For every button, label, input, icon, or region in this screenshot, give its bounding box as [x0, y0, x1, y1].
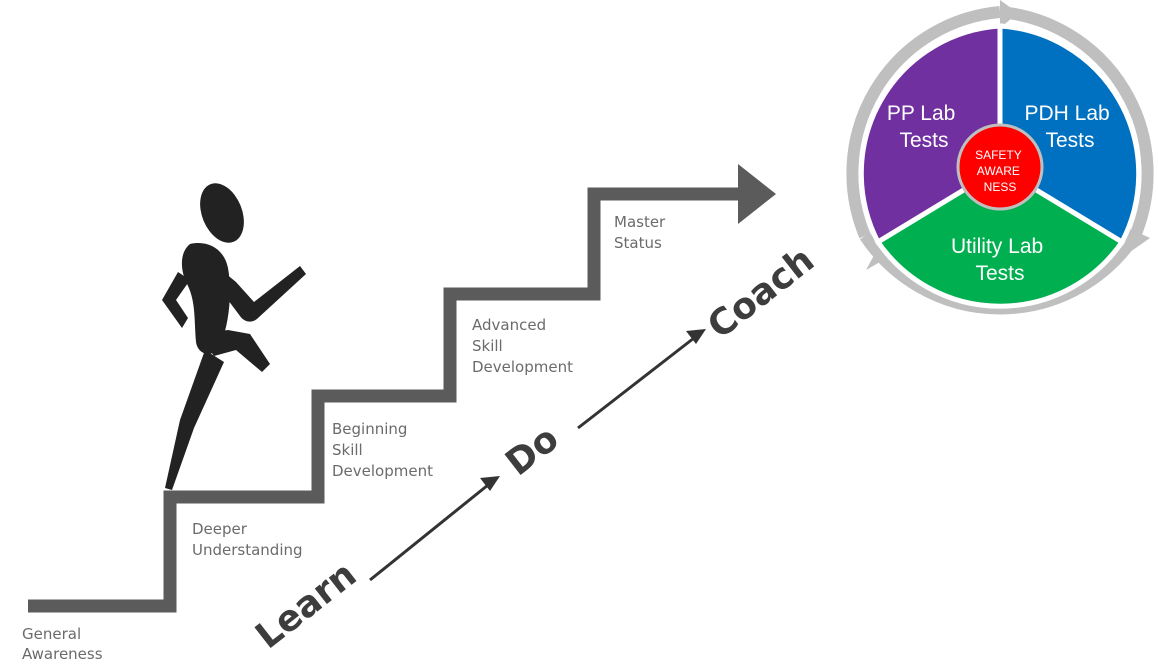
segment-label-utility-lab-tests: Utility Lab Tests [951, 235, 1049, 285]
coach-label: Coach [700, 239, 822, 347]
step-label-advanced-skill-development: Advanced Skill Development [472, 316, 573, 376]
step-label-beginning-skill-development: Beginning Skill Development [332, 420, 433, 480]
cycle-arrowhead-right-icon [1124, 226, 1150, 252]
learn-to-do-arrowhead [480, 476, 500, 491]
staircase-arrowhead [738, 164, 776, 224]
segment-label-pdh-lab-tests: PDH Lab Tests [1024, 102, 1115, 152]
do-to-coach-arrowhead [686, 329, 706, 344]
cycle-arrowhead-top-icon [1000, 0, 1018, 28]
segment-utility-lab-tests [874, 165, 1126, 309]
step-label-general-awareness: General Awareness [22, 625, 103, 663]
hub-label-safety-awareness: SAFETY AWARE NESS [975, 148, 1025, 194]
progression-arrows [369, 329, 706, 582]
cycle-ring-arc-top-right [999, 6, 1154, 239]
cycle-arrowhead-left-icon [866, 248, 880, 270]
staircase [28, 164, 776, 613]
safety-awareness-hub [956, 123, 1044, 211]
climbing-person-icon [162, 183, 306, 490]
step-label-deeper-understanding: Deeper Understanding [192, 520, 303, 559]
staircase-outline [28, 187, 740, 613]
step-label-master-status: Master Status [614, 213, 670, 252]
learn-label: Learn [248, 554, 364, 657]
do-to-coach-arrow [577, 336, 695, 430]
do-label: Do [498, 418, 566, 484]
lab-tests-cycle: PP Lab Tests PDH Lab Tests Utility Lab T… [846, 0, 1154, 315]
cycle-ring-arc-left [846, 6, 1001, 239]
segment-label-pp-lab-tests: PP Lab Tests [887, 102, 961, 152]
learn-to-do-arrow [369, 483, 489, 582]
